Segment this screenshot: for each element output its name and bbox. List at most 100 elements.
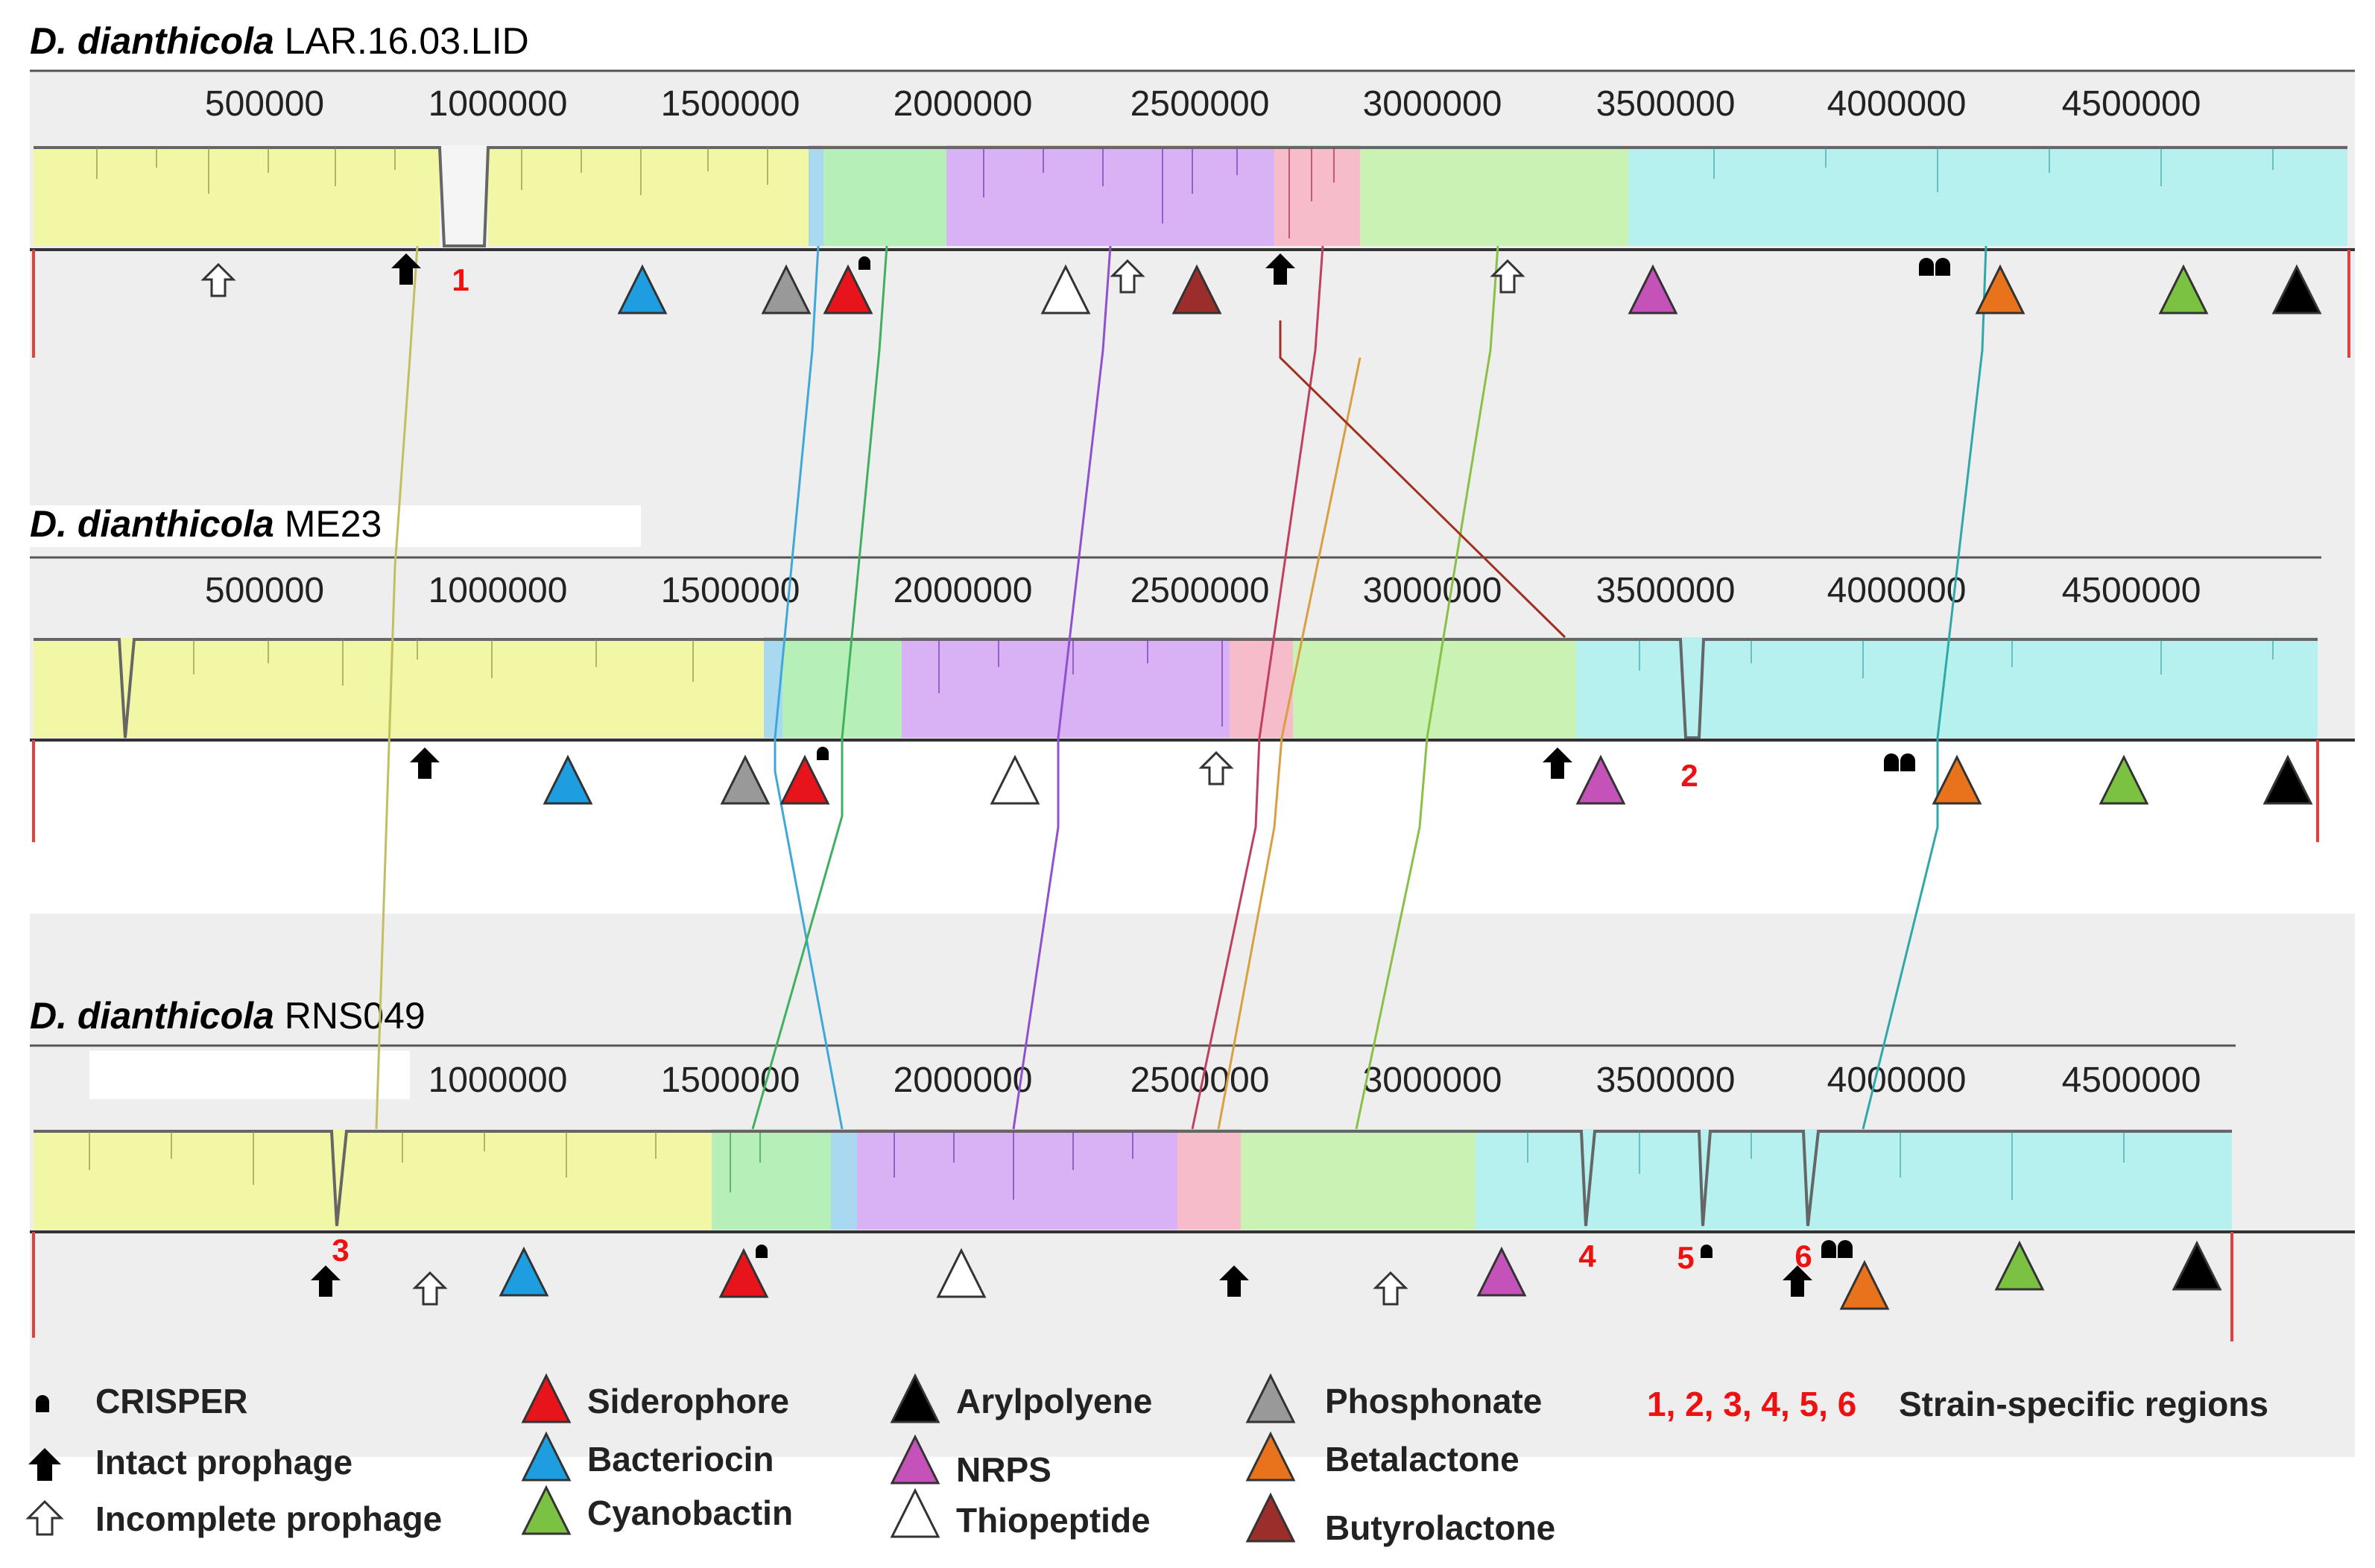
markers-panel-2: 2 [410, 747, 2312, 805]
incomplete-prophage-icon [1373, 1271, 1408, 1306]
tick-label: 500000 [205, 571, 324, 610]
legend-strain-specific-numbers: 1, 2, 3, 4, 5, 6 [1647, 1385, 1856, 1423]
legend-thiopeptide-label: Thiopeptide [956, 1501, 1151, 1540]
tick-label: 1000000 [428, 84, 568, 124]
legend-arylpolyene-label: Arylpolyene [956, 1382, 1152, 1420]
crisper-icon [1821, 1240, 1853, 1258]
block-yellow [34, 1129, 339, 1230]
tick-label: 4000000 [1827, 571, 1967, 610]
legend-cyanobactin-label: Cyanobactin [587, 1493, 793, 1532]
legend: CRISPER Intact prophage Incomplete proph… [25, 1374, 2268, 1547]
incomplete-prophage-icon [200, 262, 236, 297]
markers-panel-3: 3 4 5 6 [311, 1233, 2221, 1310]
incomplete-prophage-icon [1490, 259, 1525, 294]
block-green [823, 145, 946, 246]
legend-crisper-label: CRISPER [95, 1382, 247, 1420]
tick-label: 3500000 [1596, 1060, 1736, 1100]
tick-label: 500000 [205, 84, 324, 124]
panel-title-3: D. dianthicola RNS049 [30, 995, 426, 1037]
connector-yellow [375, 245, 419, 1130]
tick-label: 4500000 [2062, 84, 2201, 124]
intact-prophage-icon [1265, 253, 1295, 285]
legend-phosphonate-label: Phosphonate [1325, 1382, 1542, 1420]
block-cyan [1628, 145, 2347, 246]
strain-specific-label: 1 [452, 262, 469, 297]
tick-label: 3000000 [1363, 571, 1502, 610]
tick-label: 1500000 [661, 571, 800, 610]
incomplete-prophage-icon [1110, 259, 1145, 294]
block-lightgreen [1241, 1129, 1476, 1230]
strain-specific-label: 4 [1578, 1239, 1596, 1274]
tick-label: 4000000 [1827, 1060, 1967, 1100]
connector-cyan [1862, 245, 1987, 1130]
crisper-icon [1919, 258, 1950, 276]
block-pink [1274, 145, 1360, 246]
tick-label: 1000000 [428, 571, 568, 610]
block-purple [946, 145, 1274, 246]
crisper-icon [858, 256, 870, 270]
block-outline [34, 1130, 2232, 1227]
intact-prophage-icon [410, 747, 440, 779]
intact-prophage-icon [28, 1448, 61, 1481]
block-blue [809, 145, 823, 246]
intact-prophage-icon [1543, 747, 1572, 779]
tick-label: 3500000 [1596, 571, 1736, 610]
tick-label: 4500000 [2062, 571, 2201, 610]
legend-nrps-label: NRPS [956, 1450, 1051, 1489]
tick-label: 3000000 [1363, 1060, 1502, 1100]
tick-label: 2000000 [894, 1060, 1033, 1100]
block-purple [857, 1129, 1177, 1230]
strain-specific-label: 5 [1677, 1240, 1694, 1275]
tick-label: 1000000 [428, 1060, 568, 1100]
panel-title-1: D. dianthicola LAR.16.03.LID [30, 20, 529, 62]
blocks-panel-2 [30, 637, 2355, 914]
tick-label: 3500000 [1596, 84, 1736, 124]
panel-title-2: D. dianthicola ME23 [30, 503, 382, 545]
legend-siderophore-label: Siderophore [587, 1382, 789, 1420]
tick-label: 1500000 [661, 84, 800, 124]
tick-label: 2000000 [894, 571, 1033, 610]
connector-purple [1012, 245, 1112, 1130]
strain-specific-label: 3 [332, 1233, 349, 1268]
tick-label: 1500000 [661, 1060, 800, 1100]
legend-betalactone-label: Betalactone [1325, 1440, 1519, 1479]
tick-label: 4000000 [1827, 84, 1967, 124]
tick-label: 2000000 [894, 84, 1033, 124]
intact-prophage-icon [391, 253, 421, 285]
markers-panel-1: 1 [200, 253, 2321, 314]
connector-brown [1279, 320, 1566, 639]
block-green [712, 1129, 831, 1230]
tick-label: 3000000 [1363, 84, 1502, 124]
intact-prophage-icon [311, 1265, 341, 1297]
tick-label: 4500000 [2062, 1060, 2201, 1100]
block-yellow [488, 145, 809, 246]
ticks-panel-2: 500000 1000000 1500000 2000000 2500000 3… [205, 571, 2201, 610]
connector-blue [774, 245, 844, 1130]
ticks-panel-3: 1000000 1500000 2000000 2500000 3000000 … [428, 1060, 2201, 1100]
block-yellow [339, 1129, 712, 1230]
block-cyan [1476, 1129, 2232, 1230]
panel-2-lower-band [30, 742, 2355, 914]
strain-specific-label: 2 [1680, 758, 1698, 793]
legend-intact-prophage-label: Intact prophage [95, 1443, 352, 1482]
similarity-spikes [96, 148, 768, 195]
synteny-connectors [375, 245, 1987, 1130]
legend-band [30, 1349, 2355, 1457]
title-backdrop-2 [30, 505, 641, 547]
blocks-panel-3 [30, 1129, 2355, 1341]
block-green [782, 637, 902, 738]
intact-prophage-icon [1219, 1265, 1249, 1297]
connector-pink [1191, 245, 1324, 1130]
ticks-panel-1: 500000 1000000 1500000 2000000 2500000 3… [205, 84, 2201, 124]
block-yellow [34, 145, 440, 246]
connector-orange [1217, 357, 1362, 1130]
incomplete-prophage-icon [412, 1271, 448, 1306]
block-purple [902, 637, 1230, 738]
crisper-icon [1884, 753, 1915, 771]
block-outline [34, 638, 2318, 739]
tick-label: 2500000 [1130, 84, 1270, 124]
block-outline [34, 146, 2347, 247]
legend-incomplete-prophage-label: Incomplete prophage [95, 1499, 442, 1538]
legend-butyrolactone-label: Butyrolactone [1325, 1508, 1555, 1547]
